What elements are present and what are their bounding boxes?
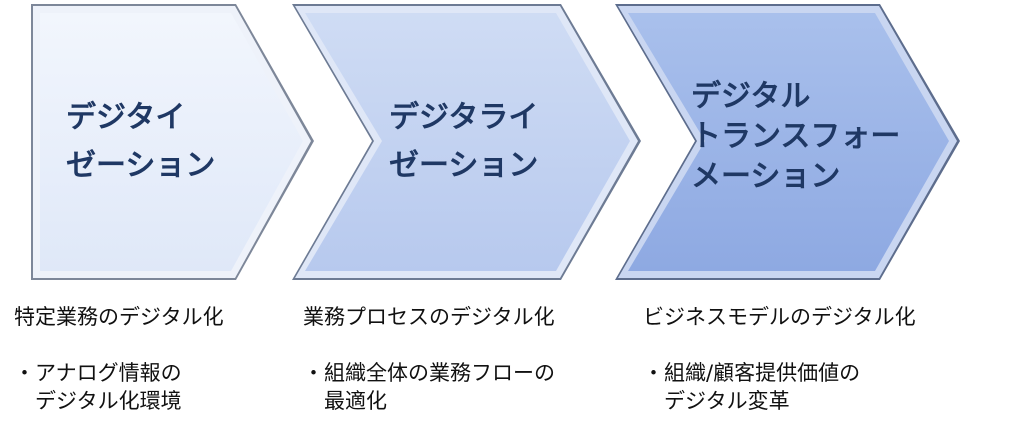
stage-1-chevron xyxy=(31,4,314,280)
stage-2-description: 業務プロセスのデジタル化 ・組織全体の業務フローの 最適化 xyxy=(303,303,555,415)
stage-1-shape xyxy=(40,13,303,271)
stage-3-title-line-1: デジタル xyxy=(691,79,810,114)
stage-2-description-heading: 業務プロセスのデジタル化 xyxy=(303,305,555,329)
stage-2-bullet-line-2: 最適化 xyxy=(324,389,387,413)
stage-3-bullet-line-1: ・組織/顧客提供価値の xyxy=(643,361,861,385)
stage-2-shape xyxy=(305,13,630,271)
stage-3-title-line-2: トランスフォー xyxy=(691,119,900,154)
stage-2-chevron xyxy=(292,4,641,280)
stage-1-bullet-line-1: ・アナログ情報の xyxy=(14,361,182,385)
stage-1-description: 特定業務のデジタル化 ・アナログ情報の デジタル化環境 xyxy=(14,303,224,415)
stage-3-title: デジタル トランスフォー メーション xyxy=(691,79,911,194)
stage-1-title: デジタイ ゼーション xyxy=(66,100,215,183)
stage-2-title-line-2: ゼーション xyxy=(389,148,538,183)
stage-2-title-line-1: デジタライ xyxy=(389,100,538,135)
stage-3-title-line-3: メーション xyxy=(691,159,840,194)
stage-3-shape xyxy=(628,13,949,271)
stage-1-bullet-line-2: デジタル化環境 xyxy=(35,389,182,413)
stage-3-description: ビジネスモデルのデジタル化 ・組織/顧客提供価値の デジタル変革 xyxy=(643,303,916,415)
stage-2-title: デジタライ ゼーション xyxy=(389,100,549,183)
stage-3-bullet-line-2: デジタル変革 xyxy=(664,389,790,413)
stage-1-title-line-1: デジタイ xyxy=(66,100,185,135)
stage-1-title-line-2: ゼーション xyxy=(66,148,215,183)
stage-3-chevron xyxy=(615,4,960,280)
stage-2-bullet-line-1: ・組織全体の業務フローの xyxy=(303,361,555,385)
stage-1-description-heading: 特定業務のデジタル化 xyxy=(14,305,224,329)
stage-3-description-heading: ビジネスモデルのデジタル化 xyxy=(643,305,916,329)
